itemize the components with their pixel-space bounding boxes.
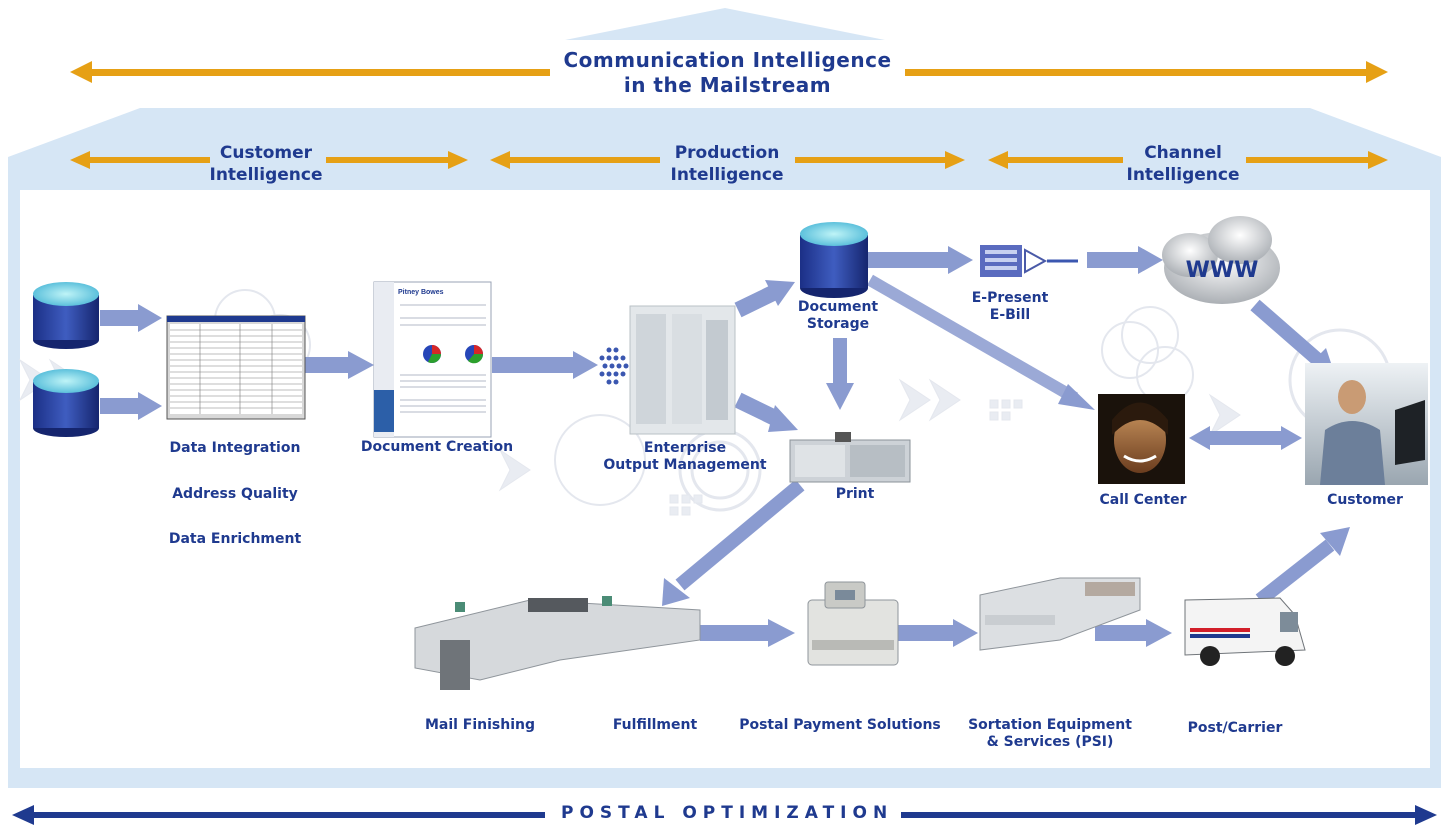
label-post-carrier: Post/Carrier: [1187, 720, 1283, 736]
customer-photo: [1305, 363, 1428, 485]
www-label: WWW: [1186, 258, 1259, 283]
section-channel-line1: Channel: [1144, 143, 1222, 163]
spreadsheet-icon: [166, 315, 306, 420]
section-channel-line2: Intelligence: [1126, 165, 1240, 185]
bottom-navy-arrow: [12, 805, 1437, 825]
label-address-quality: Address Quality: [172, 486, 298, 502]
section-customer-line1: Customer: [219, 143, 313, 163]
document-brand-text: Pitney Bowes: [398, 289, 444, 296]
label-enterprise-output-management: Enterprise Output Management: [600, 440, 770, 474]
server-rack-icon: [629, 305, 736, 435]
section-channel-intelligence: Channel Intelligence: [1113, 142, 1253, 186]
label-customer: Customer: [1327, 492, 1403, 508]
label-postal-payment-solutions: Postal Payment Solutions: [739, 717, 941, 733]
label-document-creation: Document Creation: [360, 439, 514, 455]
database-icon-bottom: [33, 369, 99, 437]
cloud-icon: [1162, 216, 1280, 304]
postal-optimization-label: POSTAL OPTIMIZATION: [553, 803, 902, 823]
label-e-present-e-bill: E-Present E-Bill: [955, 290, 1065, 324]
main-title-line1: Communication Intelligence: [563, 48, 892, 72]
section-production-line1: Production: [674, 143, 780, 163]
label-eom-line2: Output Management: [603, 457, 767, 473]
label-eom-line1: Enterprise: [643, 440, 727, 456]
e-bill-icon: [980, 245, 1078, 277]
section-production-line2: Intelligence: [670, 165, 784, 185]
section-production-intelligence: Production Intelligence: [652, 142, 802, 186]
label-sortation-line2: & Services (PSI): [986, 734, 1114, 750]
label-sortation-equipment: Sortation Equipment & Services (PSI): [960, 717, 1140, 751]
sortation-equipment-icon: [979, 577, 1141, 651]
section-customer-intelligence: Customer Intelligence: [196, 142, 336, 186]
label-epresent-line1: E-Present: [971, 290, 1049, 306]
label-doc-storage-line1: Document: [797, 299, 879, 315]
dot-matrix-icon: [599, 347, 629, 385]
top-orange-arrow: [70, 61, 1388, 83]
section-arrows: [70, 151, 1388, 169]
flow-arrows: [100, 246, 1350, 647]
label-call-center: Call Center: [1099, 492, 1187, 508]
printer-icon: [789, 432, 911, 483]
label-document-storage: Document Storage: [778, 299, 898, 333]
label-data-enrichment: Data Enrichment: [168, 531, 302, 547]
postage-meter-icon: [807, 581, 899, 666]
document-thumbnail: [373, 281, 492, 438]
mail-truck-icon: [1184, 597, 1306, 666]
database-icon-top: [33, 282, 99, 349]
label-sortation-line1: Sortation Equipment: [968, 717, 1132, 733]
label-fulfillment: Fulfillment: [612, 717, 698, 733]
section-customer-line2: Intelligence: [209, 165, 323, 185]
main-title: Communication Intelligence in the Mailst…: [550, 48, 905, 98]
call-center-agent-photo: [1098, 394, 1185, 484]
label-doc-storage-line2: Storage: [806, 316, 870, 332]
label-data-integration: Data Integration: [169, 440, 301, 456]
document-storage-icon: [800, 222, 868, 298]
mail-finishing-machine-icon: [414, 596, 701, 690]
label-mail-finishing: Mail Finishing: [424, 717, 536, 733]
label-print: Print: [835, 486, 875, 502]
main-title-line2: in the Mailstream: [623, 73, 832, 97]
label-epresent-line2: E-Bill: [989, 307, 1031, 323]
